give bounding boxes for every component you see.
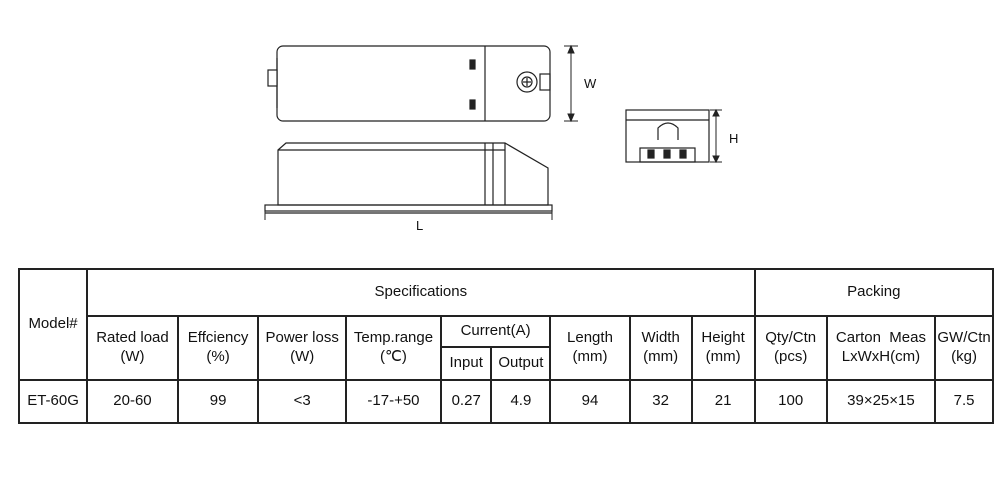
rated-load-title: Rated load [96,329,169,347]
qty-ctn-unit: (pcs) [774,348,808,365]
efficiency-cell: 99 [176,379,260,424]
efficiency-unit: (%) [206,348,230,365]
carton-meas-unit: LxWxH(cm) [841,348,921,365]
qty-ctn-title: Qty/Ctn [765,329,817,347]
end-view-drawing [625,109,710,163]
length-header: Length (mm) [549,315,631,381]
gw-ctn-unit: (kg) [951,348,977,365]
width-unit: (mm) [643,348,679,365]
packing-header: Packing [753,268,995,317]
length-unit: (mm) [572,348,608,365]
length-label: L [416,218,423,233]
length-dimension [264,210,553,220]
carton-meas-cell: 39×25×15 [825,379,937,424]
model-cell: ET-60G [17,379,89,424]
width-cell: 32 [628,379,693,424]
efficiency-header: Effciency (%) [176,315,260,381]
carton-meas-header: Carton Meas LxWxH(cm) [825,315,937,381]
height-header: Height (mm) [690,315,756,381]
temp-range-cell: -17-+50 [345,379,442,424]
output-cell: 4.9 [490,379,552,424]
top-view-drawing [267,45,551,122]
height-cell: 21 [690,379,756,424]
carton-meas-title: Carton Meas [835,329,926,347]
rated-load-cell: 20-60 [86,379,179,424]
width-header: Width (mm) [628,315,693,381]
temp-range-unit: (℃) [380,348,407,365]
specifications-header: Specifications [86,268,756,317]
power-loss-header: Power loss (W) [257,315,348,381]
power-loss-unit: (W) [290,348,315,365]
width-label: W [584,76,597,91]
gw-ctn-title: GW/Ctn [937,329,991,347]
specifications-table: Model# Specifications Packing Rated load… [17,268,995,424]
width-dimension [564,44,578,123]
temp-range-header: Temp.range (℃) [345,315,442,381]
rated-load-header: Rated load (W) [86,315,179,381]
power-loss-cell: <3 [257,379,348,424]
power-loss-title: Power loss [265,329,339,347]
height-title: Height [701,329,745,347]
input-header: Input [439,346,493,381]
output-header: Output [490,346,552,381]
qty-ctn-header: Qty/Ctn (pcs) [753,315,828,381]
length-cell: 94 [549,379,631,424]
table-row: ET-60G 20-60 99 <3 -17-+50 0.27 4.9 94 3… [17,379,994,424]
height-unit: (mm) [705,348,741,365]
side-view-drawing [264,142,553,214]
gw-ctn-header: GW/Ctn (kg) [934,315,994,381]
input-cell: 0.27 [439,379,493,424]
current-header: Current(A) [439,315,552,348]
qty-ctn-cell: 100 [753,379,828,424]
length-title: Length [567,329,613,347]
height-label: H [729,131,738,146]
height-dimension [710,108,722,164]
product-drawings: W L H [264,44,738,233]
efficiency-title: Effciency [187,329,249,347]
width-title: Width [641,329,680,347]
model-header: Model# [17,268,89,381]
gw-ctn-cell: 7.5 [934,379,994,424]
temp-range-title: Temp.range [353,329,434,347]
rated-load-unit: (W) [120,348,145,365]
